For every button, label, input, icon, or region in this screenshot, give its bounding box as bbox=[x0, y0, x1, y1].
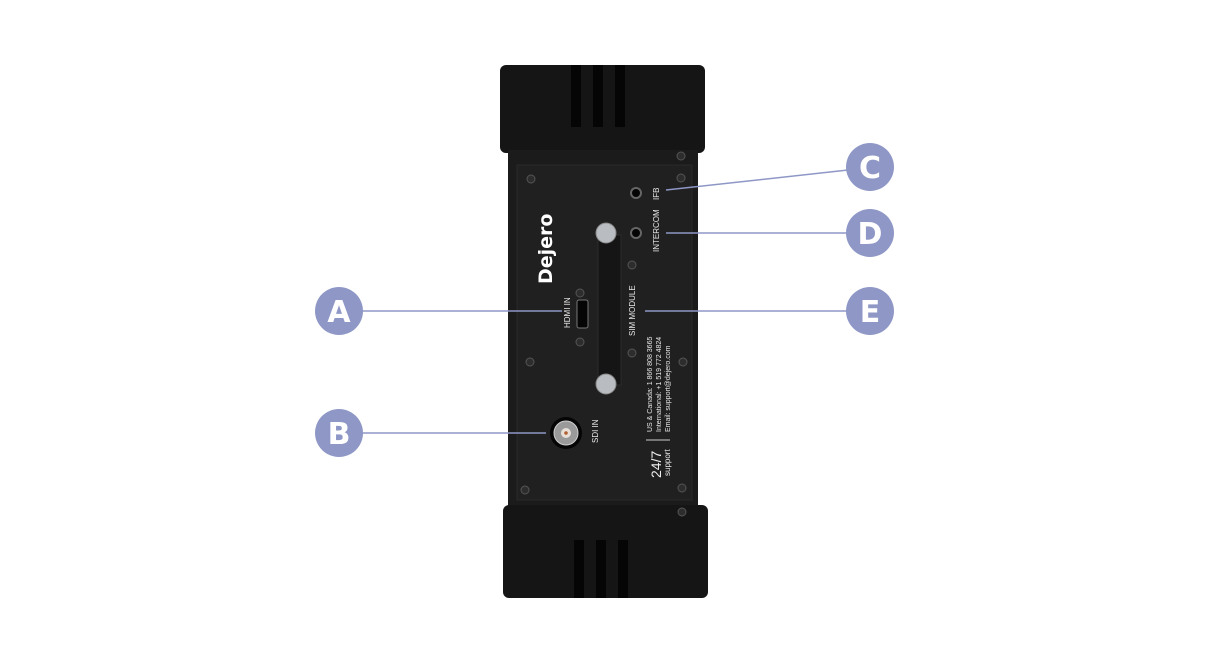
top-cap bbox=[500, 65, 705, 153]
support-247: 24/7 bbox=[648, 451, 664, 478]
brand-logo: Dejero bbox=[535, 214, 557, 284]
hdmi-label: HDMI IN bbox=[563, 297, 572, 328]
callout-a: A bbox=[315, 287, 363, 335]
sim-module-plate[interactable] bbox=[597, 234, 622, 386]
intercom-label: INTERCOM bbox=[652, 209, 661, 252]
callout-b: B bbox=[315, 409, 363, 457]
ifb-jack[interactable] bbox=[630, 187, 642, 199]
sdi-bnc-connector[interactable] bbox=[550, 417, 582, 449]
sdi-label: SDI IN bbox=[591, 419, 600, 443]
callout-lines bbox=[360, 169, 849, 434]
callout-c: C bbox=[846, 143, 894, 191]
support-line3: Email: support@dejero.com bbox=[665, 345, 672, 432]
svg-text:E: E bbox=[860, 295, 881, 330]
thumbscrew-bottom[interactable] bbox=[595, 373, 617, 395]
callout-d: D bbox=[846, 209, 894, 257]
svg-text:D: D bbox=[858, 217, 883, 252]
hdmi-port[interactable] bbox=[576, 299, 589, 329]
callout-e: E bbox=[846, 287, 894, 335]
bottom-cap bbox=[503, 505, 708, 598]
support-line1: US & Canada: 1 866 808 3665 bbox=[647, 337, 654, 432]
ifb-label: IFB bbox=[652, 188, 661, 200]
intercom-jack[interactable] bbox=[630, 227, 642, 239]
svg-text:C: C bbox=[859, 151, 881, 186]
sim-module-label: SIM MODULE bbox=[628, 285, 637, 336]
support-word: support bbox=[663, 449, 672, 476]
thumbscrew-top[interactable] bbox=[595, 222, 617, 244]
screw-icons bbox=[520, 151, 688, 517]
svg-text:B: B bbox=[328, 417, 351, 452]
support-line2: International: +1 519 772 4824 bbox=[656, 337, 663, 432]
svg-text:A: A bbox=[327, 295, 351, 330]
